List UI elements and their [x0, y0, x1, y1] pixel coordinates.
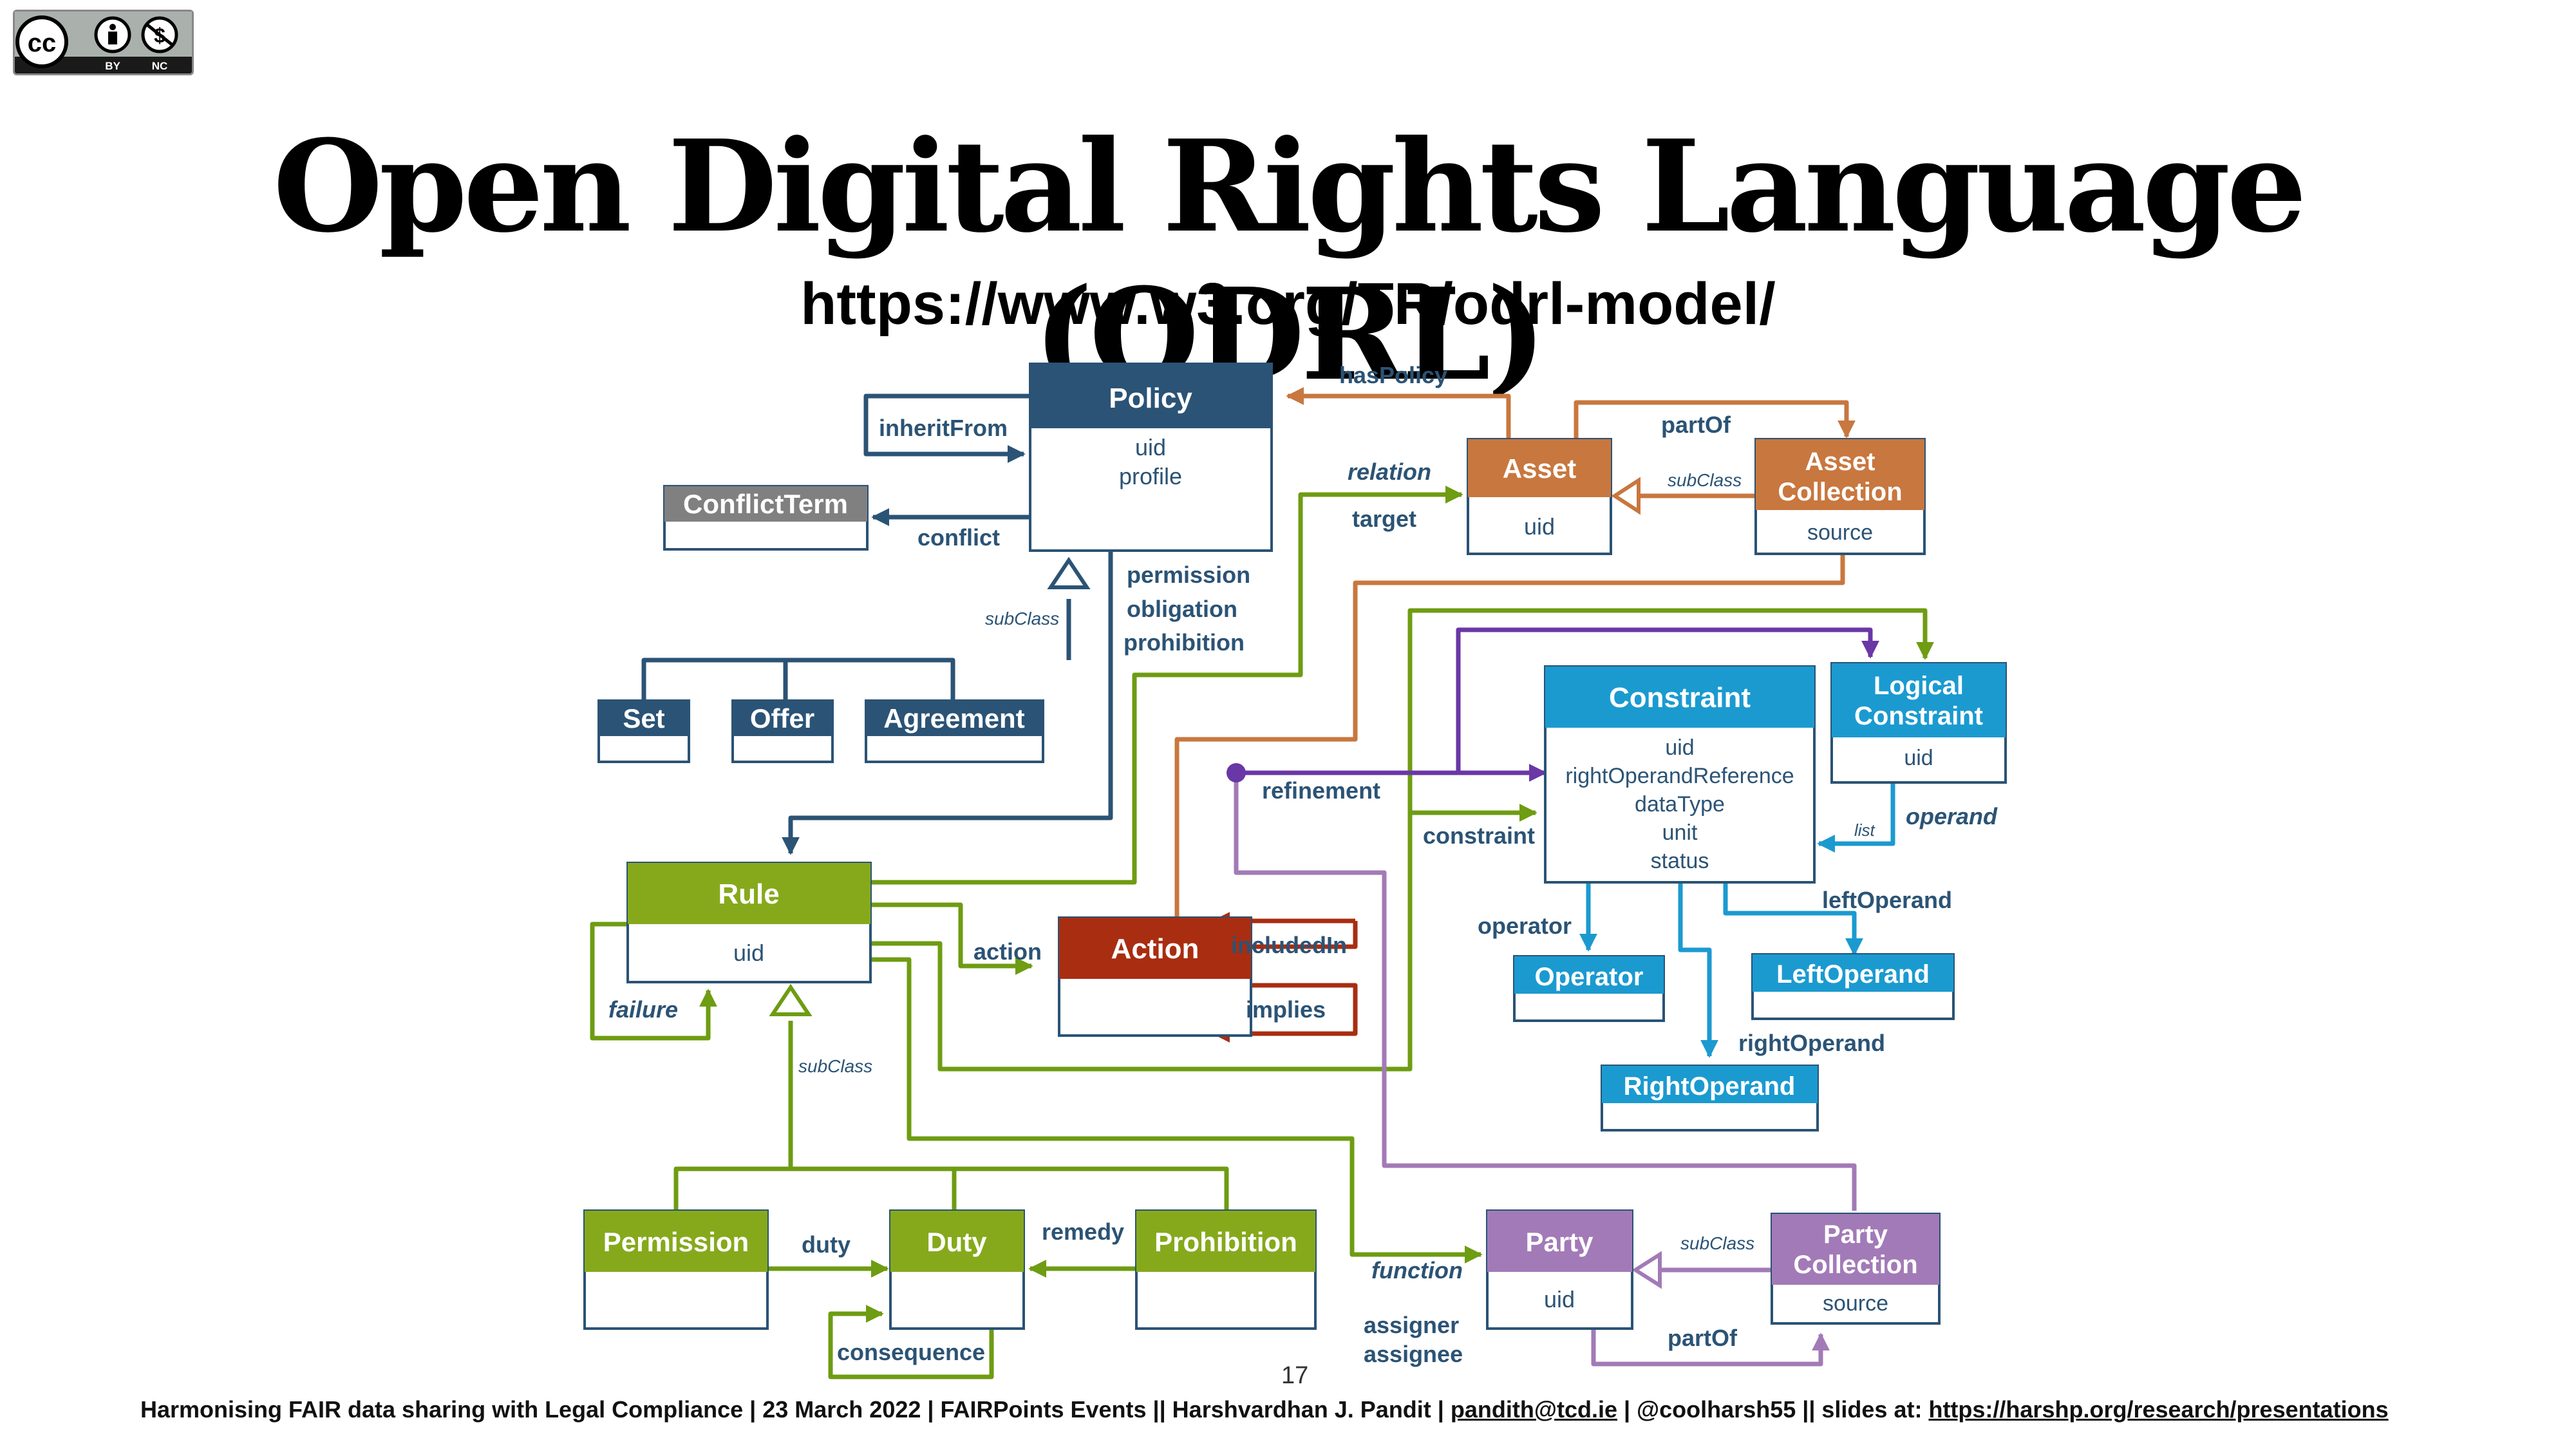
policy-class: Policy uid profile: [1029, 363, 1273, 552]
label-subclass-rule: subClass: [798, 1056, 872, 1076]
label-action: action: [973, 938, 1042, 965]
label-assigner: assigner: [1364, 1312, 1459, 1338]
logical-constraint-name-2: Constraint: [1854, 702, 1983, 730]
label-included-in: includedIn: [1231, 932, 1347, 958]
label-subclass-asset: subClass: [1668, 470, 1742, 490]
policy-attr-profile: profile: [1119, 463, 1182, 489]
footer-middle-text: | @coolharsh55 || slides at:: [1617, 1396, 1929, 1423]
logical-constraint-attr-uid: uid: [1904, 746, 1933, 770]
label-prohibition: prohibition: [1123, 629, 1245, 656]
label-refinement: refinement: [1262, 777, 1380, 804]
cc-text: cc: [28, 29, 57, 57]
label-conflict: conflict: [917, 524, 1000, 551]
label-duty: duty: [802, 1231, 851, 1258]
label-implies: implies: [1246, 996, 1326, 1023]
label-subclass-policy: subClass: [985, 609, 1059, 629]
rule-attr-uid: uid: [733, 940, 764, 966]
asset-name: Asset: [1503, 453, 1576, 484]
label-consequence: consequence: [837, 1339, 985, 1365]
operator-class: Operator: [1513, 955, 1665, 1022]
policy-name: Policy: [1109, 383, 1192, 414]
label-list: list: [1854, 820, 1876, 840]
label-inherit-from: inheritFrom: [879, 415, 1008, 441]
party-collection-name-2: Collection: [1793, 1251, 1917, 1279]
constraint-attr-unit: unit: [1662, 820, 1698, 845]
action-class: Action: [1058, 916, 1252, 1037]
label-remedy: remedy: [1042, 1218, 1124, 1245]
operator-name: Operator: [1535, 963, 1644, 991]
odrl-url: https://www.w3.org/TR/odrl-model/: [800, 271, 1776, 337]
footer-text: Harmonising FAIR data sharing with Legal…: [140, 1396, 1451, 1423]
constraint-attr-status: status: [1651, 849, 1709, 873]
conflict-term-name: ConflictTerm: [683, 489, 848, 519]
slide-title: Open Digital Rights Language (ODRL): [273, 113, 2307, 409]
label-operator: operator: [1478, 913, 1572, 939]
label-function: function: [1371, 1257, 1463, 1283]
party-class: Party uid: [1486, 1209, 1633, 1330]
party-collection-class: Party Collection source: [1771, 1213, 1941, 1325]
label-right-operand: rightOperand: [1738, 1030, 1885, 1056]
label-constraint: constraint: [1423, 822, 1535, 849]
left-operand-name: LeftOperand: [1776, 960, 1930, 989]
offer-name: Offer: [750, 703, 814, 734]
agreement-name: Agreement: [883, 703, 1024, 734]
set-name: Set: [623, 703, 664, 734]
right-operand-name: RightOperand: [1624, 1072, 1796, 1101]
offer-class: Offer: [731, 699, 834, 763]
nc-text: NC: [152, 60, 168, 72]
agreement-class: Agreement: [865, 699, 1044, 763]
asset-collection-class: Asset Collection source: [1754, 438, 1926, 555]
duty-class: Duty: [889, 1209, 1025, 1330]
asset-collection-attr-source: source: [1807, 520, 1873, 545]
by-text: BY: [105, 60, 120, 72]
permission-class: Permission: [583, 1209, 769, 1330]
label-subclass-party: subClass: [1680, 1233, 1754, 1253]
left-operand-class: LeftOperand: [1751, 953, 1955, 1020]
action-name: Action: [1111, 933, 1199, 965]
page-number: 17: [1281, 1362, 1309, 1389]
cc-license-badge: cc $ BY NC: [13, 10, 194, 75]
label-part-of-asset: partOf: [1661, 412, 1731, 438]
set-class: Set: [597, 699, 690, 763]
logical-constraint-class: Logical Constraint uid: [1830, 662, 2007, 784]
label-target: target: [1352, 506, 1416, 532]
right-operand-class: RightOperand: [1601, 1065, 1819, 1132]
label-failure: failure: [608, 996, 678, 1023]
label-has-policy: hasPolicy: [1339, 362, 1447, 388]
constraint-attr-uid: uid: [1665, 735, 1694, 760]
rule-name: Rule: [718, 878, 779, 910]
footer-slides-link[interactable]: https://harshp.org/research/presentation…: [1928, 1396, 2389, 1423]
party-name: Party: [1525, 1227, 1594, 1257]
label-operand: operand: [1906, 803, 1998, 829]
prohibition-class: Prohibition: [1135, 1209, 1317, 1330]
asset-collection-name-1: Asset: [1805, 448, 1876, 476]
constraint-attr-rightoperandreference: rightOperandReference: [1565, 764, 1794, 788]
permission-name: Permission: [603, 1227, 749, 1257]
duty-name: Duty: [926, 1227, 987, 1257]
footer: Harmonising FAIR data sharing with Legal…: [140, 1396, 2389, 1423]
policy-attr-uid: uid: [1135, 434, 1166, 460]
label-obligation: obligation: [1127, 596, 1237, 622]
party-collection-attr-source: source: [1823, 1291, 1888, 1316]
constraint-name: Constraint: [1609, 682, 1751, 714]
logical-constraint-name-1: Logical: [1874, 672, 1964, 700]
asset-class: Asset uid: [1467, 438, 1612, 555]
party-collection-name-1: Party: [1823, 1220, 1888, 1249]
constraint-attr-datatype: dataType: [1635, 792, 1725, 817]
footer-email-link[interactable]: pandith@tcd.ie: [1450, 1396, 1617, 1423]
label-relation: relation: [1348, 459, 1431, 485]
label-part-of-party: partOf: [1668, 1325, 1738, 1351]
conflict-term-class: ConflictTerm: [663, 485, 869, 551]
rule-class: Rule uid: [626, 862, 872, 983]
asset-collection-name-2: Collection: [1778, 478, 1902, 506]
party-attr-uid: uid: [1544, 1286, 1575, 1312]
prohibition-name: Prohibition: [1154, 1227, 1297, 1257]
label-left-operand: leftOperand: [1822, 887, 1952, 913]
label-permission: permission: [1127, 562, 1250, 588]
constraint-class: Constraint uid rightOperandReference dat…: [1544, 665, 1816, 884]
cc-by-nc-icon: cc $ BY NC: [15, 12, 192, 72]
asset-attr-uid: uid: [1524, 513, 1555, 540]
label-assignee: assignee: [1364, 1341, 1463, 1367]
